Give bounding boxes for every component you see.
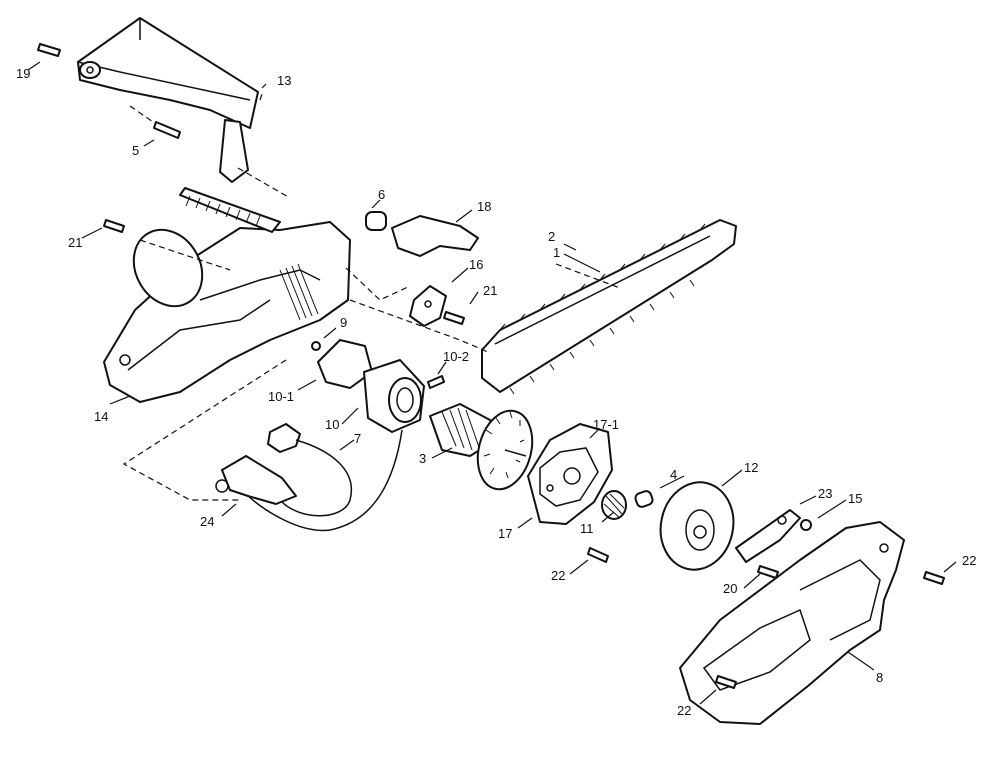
part-18-lever — [391, 215, 479, 257]
part-20-screw — [757, 565, 779, 579]
callout-6: 6 — [378, 187, 386, 202]
part-14-housing — [103, 187, 351, 403]
callout-21-right: 21 — [483, 283, 498, 298]
part-4-bearing — [634, 490, 654, 508]
part-9-screw — [311, 341, 321, 351]
part-1-guide-bar — [481, 219, 737, 393]
part-23-plate — [735, 509, 801, 563]
callout-23: 23 — [818, 486, 833, 501]
callout-24: 24 — [200, 514, 215, 529]
callout-2: 2 — [548, 229, 556, 244]
part-7-power-cord — [243, 423, 403, 532]
part-21-screw-left — [103, 219, 125, 233]
part-15-nut — [800, 519, 812, 531]
callout-13: 13 — [277, 73, 292, 88]
callout-15: 15 — [848, 491, 863, 506]
callout-12: 12 — [744, 460, 759, 475]
callout-5: 5 — [132, 143, 140, 158]
part-21-screw-right — [443, 311, 465, 325]
part-6-bushing — [365, 211, 387, 231]
part-2-chain — [499, 223, 706, 395]
callout-tick-lines — [27, 61, 957, 705]
part-22-screw-a — [587, 547, 609, 563]
callout-21-left: 21 — [68, 235, 83, 250]
callout-7: 7 — [354, 431, 362, 446]
callout-10-2: 10-2 — [443, 349, 470, 364]
callout-11: 11 — [580, 521, 594, 536]
callout-16: 16 — [469, 257, 484, 272]
part-19-screw — [37, 43, 61, 57]
part-11-pinion — [601, 490, 627, 520]
callout-3: 3 — [419, 451, 427, 466]
part-13-hand-guard — [77, 17, 259, 183]
callout-18: 18 — [477, 199, 492, 214]
callout-10-1: 10-1 — [268, 389, 295, 404]
callout-1: 1 — [553, 245, 561, 260]
callout-22-b: 22 — [962, 553, 977, 568]
housing-vents — [279, 263, 319, 321]
assembly-leader-lines — [122, 93, 621, 501]
part-16-bracket — [409, 285, 447, 327]
callout-8: 8 — [876, 670, 884, 685]
part-5-screw — [153, 121, 181, 139]
callout-19: 19 — [16, 66, 31, 81]
part-10-field-coil — [363, 359, 425, 433]
part-12-sprocket — [659, 481, 735, 571]
part-3-armature — [429, 403, 534, 491]
callout-9: 9 — [340, 315, 348, 330]
part-8-side-cover — [679, 521, 905, 725]
callout-22-c: 22 — [677, 703, 692, 718]
part-24-switch — [215, 455, 297, 505]
part-22-screw-c — [715, 675, 737, 689]
callout-10: 10 — [325, 417, 340, 432]
callout-14: 14 — [94, 409, 109, 424]
part-17-gear-housing — [527, 423, 613, 525]
callout-17: 17 — [498, 526, 513, 541]
callout-20: 20 — [723, 581, 738, 596]
callout-4: 4 — [670, 467, 678, 482]
callout-17-1: 17-1 — [593, 417, 620, 432]
callout-22-a: 22 — [551, 568, 566, 583]
grip-texture — [185, 195, 261, 227]
part-10-2-screw — [427, 375, 445, 389]
part-22-screw-b — [923, 571, 945, 585]
